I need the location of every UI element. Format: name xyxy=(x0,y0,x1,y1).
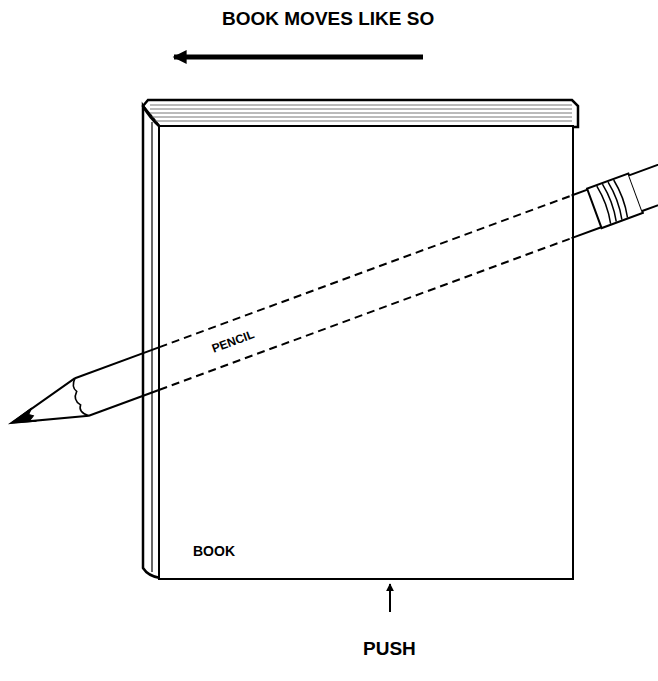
motion-arrow xyxy=(174,55,423,60)
page-lines xyxy=(150,105,572,121)
ferrule-ring xyxy=(614,179,630,217)
push-arrow xyxy=(389,584,391,612)
pencil-hidden-edge xyxy=(160,238,572,390)
ferrule-ring xyxy=(597,186,613,224)
force-label: PUSH xyxy=(363,638,416,660)
motion-caption: BOOK MOVES LIKE SO xyxy=(222,8,434,30)
pencil-hidden-edge xyxy=(160,196,572,348)
pencil-lead xyxy=(10,408,37,429)
ferrule-ring xyxy=(603,184,619,222)
ferrule-ring xyxy=(609,182,625,220)
pencil-eraser xyxy=(630,153,658,211)
spine-crease xyxy=(151,122,152,572)
pencil-label: PENCIL xyxy=(210,327,256,355)
pencil-edge xyxy=(572,227,602,238)
pencil-edge xyxy=(89,390,160,416)
pencil-edge xyxy=(572,190,588,196)
book-label: BOOK xyxy=(193,543,235,559)
pencil-edge xyxy=(75,347,160,378)
book-top xyxy=(143,100,578,127)
pencil-cone xyxy=(5,378,89,441)
pencil-wood-edge xyxy=(69,378,89,418)
